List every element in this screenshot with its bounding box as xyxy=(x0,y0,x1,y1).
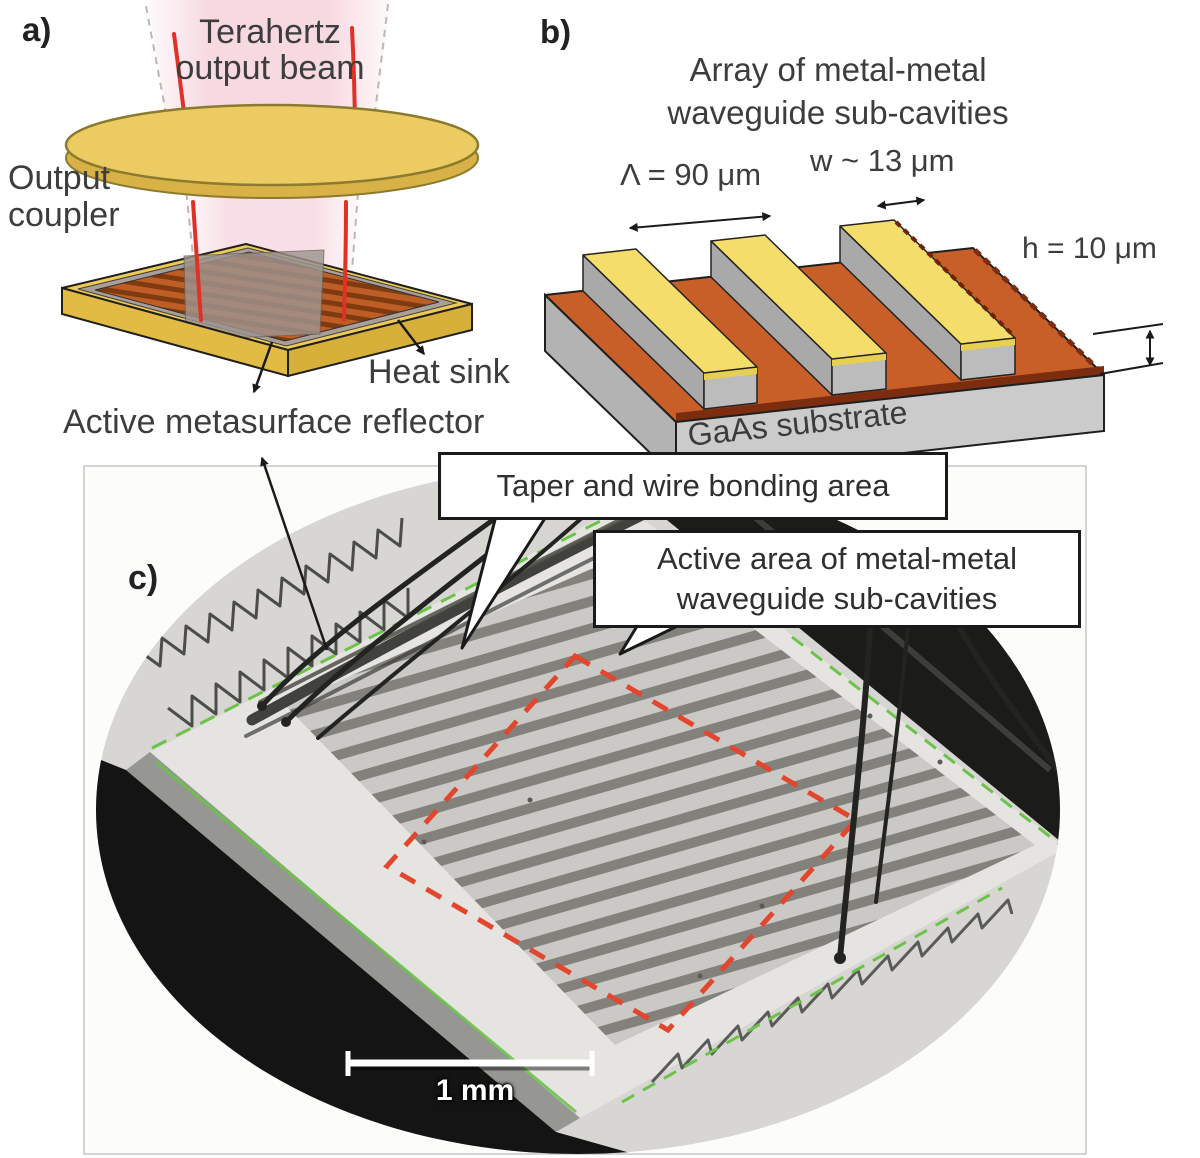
ridge3-edge-texture xyxy=(894,220,1016,338)
waveguide-stripe-array xyxy=(285,545,1035,1045)
panel-b-title: Array of metal-metal waveguide sub-cavit… xyxy=(667,51,1009,131)
serrated-edges xyxy=(137,517,1014,1084)
beam-red-rays-lower xyxy=(191,200,348,322)
scale-bar-label: 1 mm xyxy=(435,1074,515,1107)
dim-h-label: h = 10 μm xyxy=(1022,232,1157,265)
callout-active: Active area of metal-metal waveguide sub… xyxy=(593,530,1081,628)
active-area-outline xyxy=(383,652,860,1034)
active-layer-front-edge xyxy=(676,366,1104,422)
dim-arrow-lambda xyxy=(628,212,772,232)
dim-lambda-label: Λ = 90 μm xyxy=(620,157,762,192)
panel-a-label: a) xyxy=(22,11,52,48)
waveguide-ridge xyxy=(582,248,758,410)
surface-specks xyxy=(421,713,943,979)
waveguide-ridge xyxy=(710,234,887,396)
reflector-label: Active metasurface reflector xyxy=(63,403,485,441)
waveguide-ridge xyxy=(839,219,1016,381)
beam-label: Terahertz output beam xyxy=(175,13,365,87)
beam-footprint-block xyxy=(183,249,325,341)
arrow-to-heatsink-label xyxy=(397,319,425,356)
output-coupler-label: Output coupler xyxy=(8,159,120,234)
heat-sink-label: Heat sink xyxy=(368,353,510,391)
panel-c-label: c) xyxy=(128,559,159,597)
dim-w-label: w ~ 13 μm xyxy=(810,143,955,178)
arrow-to-reflector-label xyxy=(252,341,274,394)
dim-arrow-w xyxy=(876,196,926,210)
panel-b-label: b) xyxy=(540,13,572,50)
heatsink-side-right xyxy=(287,302,473,378)
arrow-sem-to-reflector-label xyxy=(260,456,329,651)
chip-cleaved-edge xyxy=(126,752,580,1132)
callout-taper: Taper and wire bonding area xyxy=(438,452,948,520)
scale-bar xyxy=(345,1051,595,1076)
panel-a-illustration xyxy=(61,0,480,394)
active-layer-right-edge xyxy=(973,248,1104,375)
output-coupler-disc xyxy=(64,103,480,187)
